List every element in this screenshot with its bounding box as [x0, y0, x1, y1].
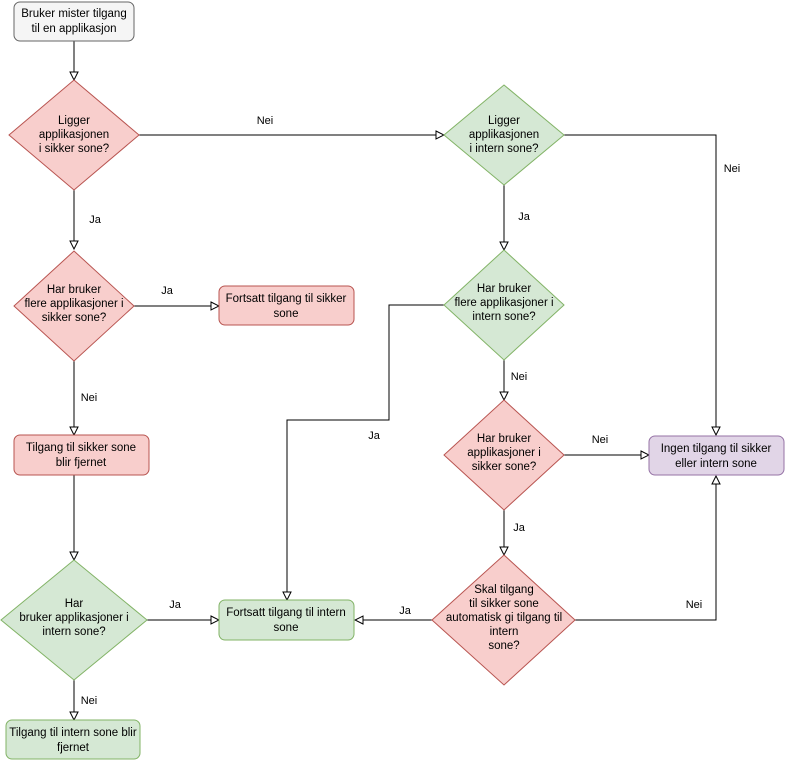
decision-line: applikasjonen: [39, 129, 109, 141]
label-sikker-to-flere: Ja: [89, 214, 102, 226]
decision-line: Skal tilgang: [474, 584, 533, 596]
edges: [74, 41, 716, 720]
decision-line: Har bruker: [477, 433, 531, 445]
result-line: Tilgang til intern sone blir: [9, 727, 137, 739]
decision-intern-sone: Ligger applikasjonen i intern sone?: [443, 84, 565, 186]
result-line: sone: [274, 622, 299, 634]
result-fortsatt-intern: Fortsatt tilgang til intern sone: [218, 599, 355, 641]
label-automatisk-nei: Nei: [686, 599, 703, 611]
decision-line: flere applikasjoner i: [24, 298, 123, 310]
label-flere-sikker-nei: Nei: [81, 392, 98, 404]
start-node-line: Bruker mister tilgang: [21, 8, 126, 20]
decision-line: Har bruker: [477, 283, 531, 295]
decision-line: flere applikasjoner i: [454, 297, 553, 309]
label-har-intern-nei: Nei: [81, 695, 98, 707]
decision-line: intern sone?: [42, 626, 105, 638]
result-ingen-tilgang: Ingen tilgang til sikker eller intern so…: [648, 435, 785, 476]
decision-sikker-sone: Ligger applikasjonen i sikker sone?: [8, 79, 140, 191]
decision-flere-intern: Har bruker flere applikasjoner i intern …: [443, 249, 565, 361]
result-line: Tilgang til sikker sone: [26, 442, 136, 454]
edge-automatisk-to-ingen: [575, 476, 716, 621]
result-line: Fortsatt tilgang til intern: [226, 607, 346, 619]
decision-line: Har: [65, 598, 84, 610]
decision-line: applikasjoner i: [467, 447, 541, 459]
decision-line: i intern sone?: [469, 143, 538, 155]
result-line: eller intern sone: [675, 458, 757, 470]
result-fortsatt-sikker: Fortsatt tilgang til sikker sone: [218, 285, 355, 326]
decision-line: applikasjonen: [469, 129, 539, 141]
decision-line: Har bruker: [47, 284, 101, 296]
decision-line: automatisk gi tilgang til: [446, 612, 562, 624]
decision-flere-sikker-shape: [13, 250, 135, 362]
decision-line: i sikker sone?: [39, 143, 109, 155]
decision-har-sikker: Har bruker applikasjoner i sikker sone?: [443, 399, 565, 511]
label-flere-sikker-ja: Ja: [161, 285, 174, 297]
decision-sikker-sone-shape: [8, 79, 140, 191]
result-sikker-fjernet-shape: [13, 434, 150, 476]
result-line: Fortsatt tilgang til sikker: [226, 293, 347, 305]
decision-har-intern: Har bruker applikasjoner i intern sone?: [0, 559, 148, 681]
result-line: sone: [274, 308, 299, 320]
result-intern-fjernet-shape: [5, 719, 141, 760]
result-fortsatt-intern-shape: [218, 599, 355, 641]
edge-labels: Nei Ja Nei Ja Ja Nei Ja Nei Nei Ja Ja Ne…: [81, 115, 741, 707]
label-automatisk-ja: Ja: [399, 605, 412, 617]
result-line: fjernet: [57, 742, 90, 754]
decision-intern-sone-shape: [443, 84, 565, 186]
result-ingen-tilgang-shape: [648, 435, 785, 476]
result-fortsatt-sikker-shape: [218, 285, 355, 326]
edge-intern-to-ingen: [564, 134, 716, 435]
label-intern-to-flere-intern: Ja: [518, 211, 531, 223]
decision-flere-sikker: Har bruker flere applikasjoner i sikker …: [13, 250, 135, 362]
decision-line: sikker sone?: [42, 312, 107, 324]
result-intern-fjernet: Tilgang til intern sone blir fjernet: [5, 719, 141, 760]
edge-flere-intern-to-fortsatt-intern: [287, 304, 444, 600]
result-sikker-fjernet: Tilgang til sikker sone blir fjernet: [13, 434, 150, 476]
label-har-sikker-ja: Ja: [513, 522, 526, 534]
decision-har-intern-shape: [0, 559, 148, 681]
decision-line: Ligger: [488, 115, 520, 127]
decision-automatisk-shape: [431, 554, 576, 686]
decision-line: bruker applikasjoner i: [19, 612, 128, 624]
result-line: Ingen tilgang til sikker: [661, 443, 772, 455]
start-node-line: til en applikasjon: [31, 23, 116, 35]
decision-line: til sikker sone: [469, 598, 539, 610]
start-node: Bruker mister tilgang til en applikasjon: [13, 1, 135, 42]
label-intern-to-ingen: Nei: [724, 163, 741, 175]
label-flere-intern-nei: Nei: [511, 371, 528, 383]
decision-line: intern: [490, 626, 519, 638]
decision-flere-intern-shape: [443, 249, 565, 361]
decision-automatisk: Skal tilgang til sikker sone automatisk …: [431, 554, 576, 686]
result-line: blir fjernet: [56, 457, 107, 469]
label-har-intern-ja: Ja: [169, 599, 182, 611]
decision-line: Ligger: [58, 115, 90, 127]
decision-line: sone?: [488, 640, 519, 652]
label-sikker-to-intern: Nei: [257, 115, 274, 127]
label-har-sikker-nei: Nei: [592, 434, 609, 446]
decision-line: sikker sone?: [472, 461, 537, 473]
decision-har-sikker-shape: [443, 399, 565, 511]
decision-line: intern sone?: [472, 311, 535, 323]
start-node-shape: [13, 1, 135, 42]
label-flere-intern-ja: Ja: [368, 430, 381, 442]
